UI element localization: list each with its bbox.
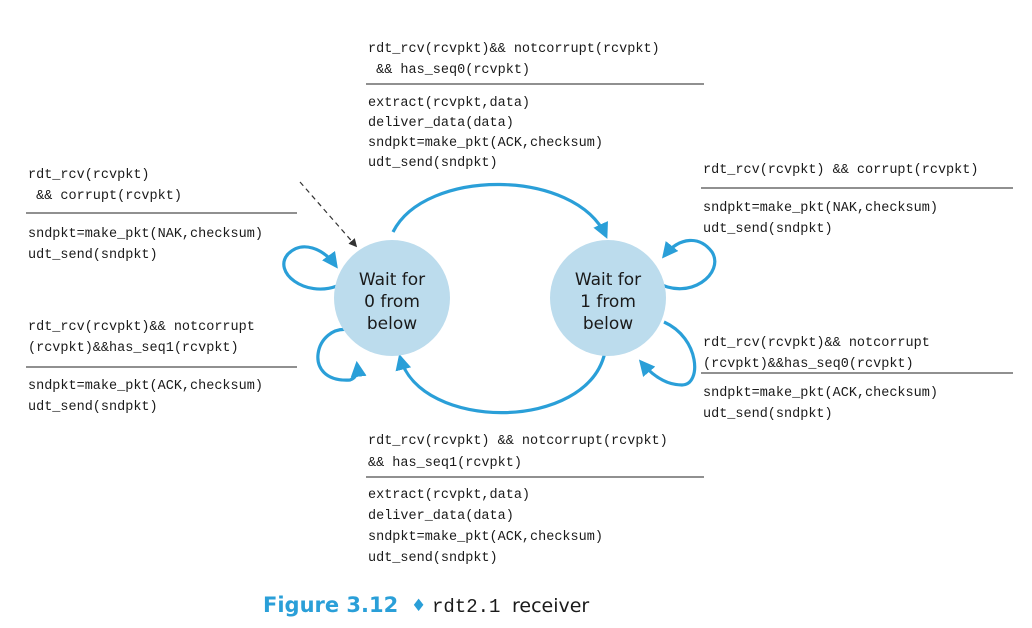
event-line: rdt_rcv(rcvpkt)&& notcorrupt bbox=[28, 320, 255, 335]
transition-label-bottom: rdt_rcv(rcvpkt) && notcorrupt(rcvpkt) &&… bbox=[366, 434, 704, 566]
action-line: deliver_data(data) bbox=[368, 116, 514, 131]
initial-state-arrow bbox=[299, 181, 358, 248]
transition-label-right-upper: rdt_rcv(rcvpkt) && corrupt(rcvpkt) sndpk… bbox=[701, 163, 1013, 237]
transition-label-top: rdt_rcv(rcvpkt)&& notcorrupt(rcvpkt) && … bbox=[366, 42, 704, 171]
transition-label-left-lower: rdt_rcv(rcvpkt)&& notcorrupt (rcvpkt)&&h… bbox=[26, 320, 297, 415]
action-line: extract(rcvpkt,data) bbox=[368, 488, 530, 503]
action-line: udt_send(sndpkt) bbox=[28, 248, 158, 263]
transition-label-left-upper: rdt_rcv(rcvpkt) && corrupt(rcvpkt) sndpk… bbox=[26, 168, 297, 263]
state-wait-1: Wait for 1 from below bbox=[550, 240, 666, 356]
state-0-line-3: below bbox=[367, 314, 417, 334]
state-1-line-2: 1 from bbox=[580, 292, 636, 312]
self-loop-0-lower bbox=[316, 327, 367, 382]
event-line: rdt_rcv(rcvpkt)&& notcorrupt bbox=[703, 336, 930, 351]
caption-protocol-name: rdt2.1 bbox=[432, 596, 500, 618]
action-line: sndpkt=make_pkt(ACK,checksum) bbox=[703, 386, 938, 401]
event-line: rdt_rcv(rcvpkt) bbox=[28, 168, 150, 183]
caption-text: receiver bbox=[512, 595, 589, 617]
figure-caption: Figure 3.12 ♦ rdt2.1 receiver bbox=[263, 593, 589, 618]
action-line: sndpkt=make_pkt(ACK,checksum) bbox=[368, 136, 603, 151]
event-line: (rcvpkt)&&has_seq0(rcvpkt) bbox=[703, 357, 914, 372]
event-line: && corrupt(rcvpkt) bbox=[28, 189, 182, 204]
action-line: extract(rcvpkt,data) bbox=[368, 96, 530, 111]
action-line: udt_send(sndpkt) bbox=[703, 222, 833, 237]
state-1-line-3: below bbox=[583, 314, 633, 334]
event-line: rdt_rcv(rcvpkt) && corrupt(rcvpkt) bbox=[703, 163, 978, 178]
state-0-line-1: Wait for bbox=[359, 270, 425, 290]
action-line: deliver_data(data) bbox=[368, 509, 514, 524]
action-line: sndpkt=make_pkt(NAK,checksum) bbox=[703, 201, 938, 216]
state-wait-0: Wait for 0 from below bbox=[334, 240, 450, 356]
action-line: udt_send(sndpkt) bbox=[368, 551, 498, 566]
caption-diamond-icon: ♦ bbox=[411, 596, 426, 616]
action-line: sndpkt=make_pkt(NAK,checksum) bbox=[28, 227, 263, 242]
event-line: (rcvpkt)&&has_seq1(rcvpkt) bbox=[28, 341, 239, 356]
event-line: rdt_rcv(rcvpkt)&& notcorrupt(rcvpkt) bbox=[368, 42, 660, 57]
arc-0-to-1 bbox=[391, 182, 608, 239]
state-1-line-1: Wait for bbox=[575, 270, 641, 290]
arc-1-to-0 bbox=[395, 351, 607, 415]
event-line: rdt_rcv(rcvpkt) && notcorrupt(rcvpkt) bbox=[368, 434, 668, 449]
action-line: sndpkt=make_pkt(ACK,checksum) bbox=[368, 530, 603, 545]
event-line: && has_seq1(rcvpkt) bbox=[368, 456, 522, 471]
action-line: udt_send(sndpkt) bbox=[368, 156, 498, 171]
transition-label-right-lower: rdt_rcv(rcvpkt)&& notcorrupt (rcvpkt)&&h… bbox=[701, 336, 1013, 422]
caption-figure-number: Figure 3.12 bbox=[263, 593, 398, 617]
action-line: udt_send(sndpkt) bbox=[28, 400, 158, 415]
event-line: && has_seq0(rcvpkt) bbox=[368, 63, 530, 78]
state-0-line-2: 0 from bbox=[364, 292, 420, 312]
action-line: sndpkt=make_pkt(ACK,checksum) bbox=[28, 379, 263, 394]
self-loop-1-lower bbox=[638, 320, 697, 387]
action-line: udt_send(sndpkt) bbox=[703, 407, 833, 422]
self-loop-0-upper bbox=[282, 245, 338, 291]
self-loop-1-upper bbox=[655, 238, 717, 291]
